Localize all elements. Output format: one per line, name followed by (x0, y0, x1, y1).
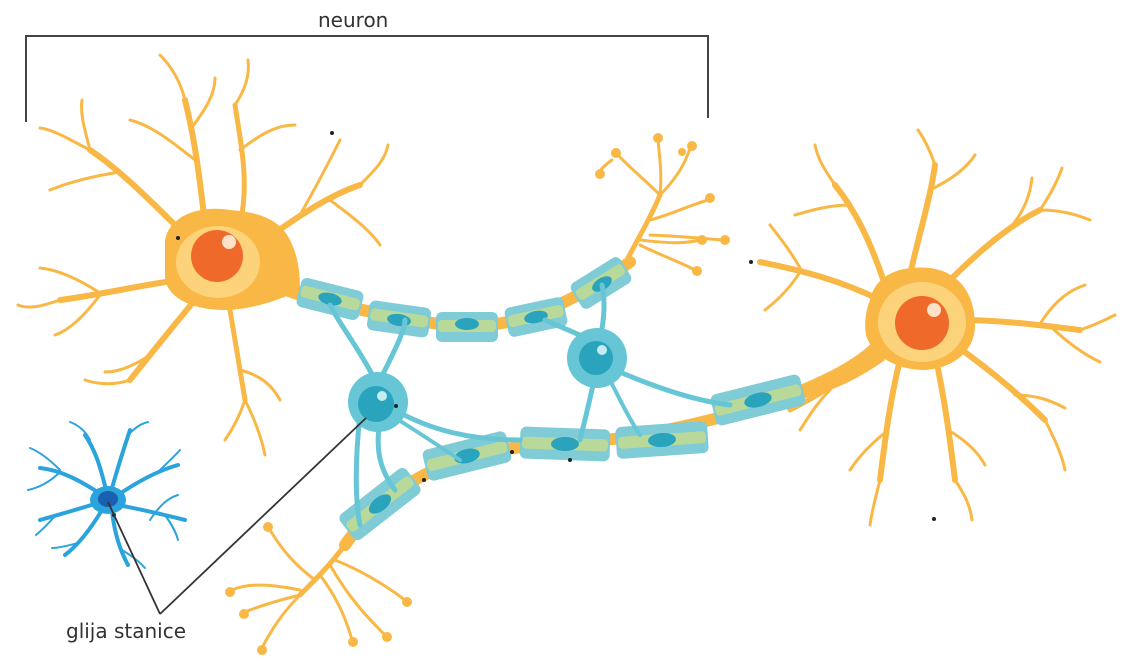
right-axon-hillock (800, 340, 885, 398)
glia-label: glija stanice (66, 619, 186, 643)
neuron-label: neuron (318, 8, 388, 32)
left-neuron-nucleus (191, 230, 243, 282)
neuron-bracket (26, 36, 708, 122)
astrocyte-nucleus (98, 491, 118, 507)
left-neuron-nucleolus (222, 235, 236, 249)
upper-axon-terminal (600, 140, 722, 270)
right-neuron-nucleus (895, 296, 949, 350)
lower-terminal-boutons (225, 522, 412, 655)
lower-axon-terminal (232, 530, 405, 648)
right-neuron-nucleolus (927, 303, 941, 317)
